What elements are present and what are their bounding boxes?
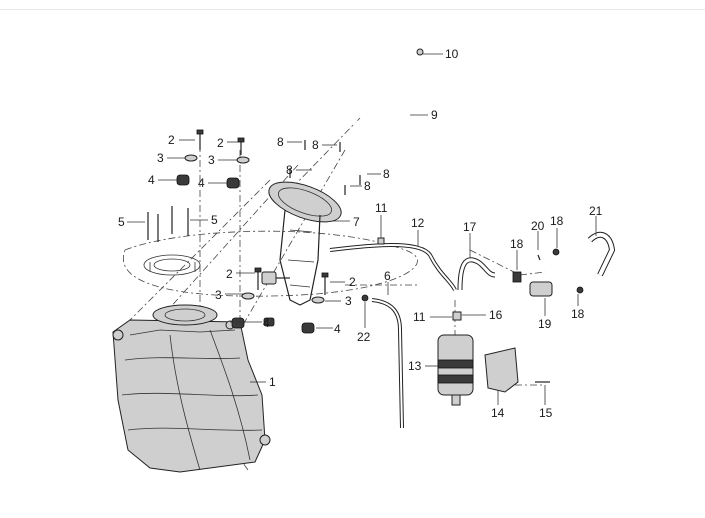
callout-8: 8 — [286, 163, 293, 177]
callout-4: 4 — [148, 173, 155, 187]
callout-13: 13 — [408, 359, 422, 373]
studs — [147, 206, 189, 242]
canister-bracket — [484, 347, 550, 393]
purge-valve — [512, 231, 616, 297]
drain-tube — [361, 294, 404, 429]
callout-6: 6 — [384, 269, 391, 283]
callout-21: 21 — [589, 204, 603, 218]
callout-11: 11 — [375, 201, 388, 215]
fuel-tank — [112, 304, 271, 473]
callout-8: 8 — [383, 167, 390, 181]
callout-20: 20 — [531, 219, 545, 233]
callout-9: 9 — [431, 108, 438, 122]
callout-15: 15 — [539, 406, 553, 420]
callout-5: 5 — [118, 215, 125, 229]
callout-2: 2 — [217, 136, 224, 150]
callout-2: 2 — [226, 267, 233, 281]
bolt-set-right — [231, 267, 329, 334]
callout-8: 8 — [364, 179, 371, 193]
callout-4: 4 — [263, 316, 270, 330]
callout-3: 3 — [345, 294, 352, 308]
callout-4: 4 — [334, 322, 341, 336]
callout-labels: 1 2 2 2 2 3 3 3 3 4 4 4 4 5 5 6 7 8 8 8 … — [118, 47, 603, 420]
callout-2: 2 — [349, 275, 356, 289]
callout-8: 8 — [312, 138, 319, 152]
callout-12: 12 — [411, 216, 425, 230]
callout-1: 1 — [269, 375, 276, 389]
callout-2: 2 — [168, 133, 175, 147]
callout-5: 5 — [211, 213, 218, 227]
callout-18: 18 — [510, 237, 524, 251]
evap-canister — [437, 334, 474, 406]
fuel-hose — [350, 48, 424, 152]
callout-16: 16 — [489, 308, 503, 322]
gasket-ring — [143, 254, 201, 276]
top-divider — [0, 9, 705, 10]
bolt-set-left — [176, 129, 250, 189]
callout-18: 18 — [571, 307, 585, 321]
callout-17: 17 — [463, 220, 477, 234]
callout-8: 8 — [277, 135, 284, 149]
fuel-pump-assembly — [261, 181, 342, 306]
callout-22: 22 — [357, 330, 371, 344]
callout-3: 3 — [208, 153, 215, 167]
breather-pipe — [329, 237, 462, 321]
leader-lines — [127, 53, 597, 405]
pump-screws — [289, 140, 361, 195]
callout-10: 10 — [445, 47, 459, 61]
connecting-hose — [457, 257, 496, 291]
callout-14: 14 — [491, 406, 505, 420]
callout-18: 18 — [550, 214, 564, 228]
callout-4: 4 — [198, 176, 205, 190]
callout-19: 19 — [538, 317, 552, 331]
callout-11: 11 — [413, 310, 426, 324]
callout-7: 7 — [353, 215, 360, 229]
callout-3: 3 — [157, 151, 164, 165]
callout-3: 3 — [215, 288, 222, 302]
